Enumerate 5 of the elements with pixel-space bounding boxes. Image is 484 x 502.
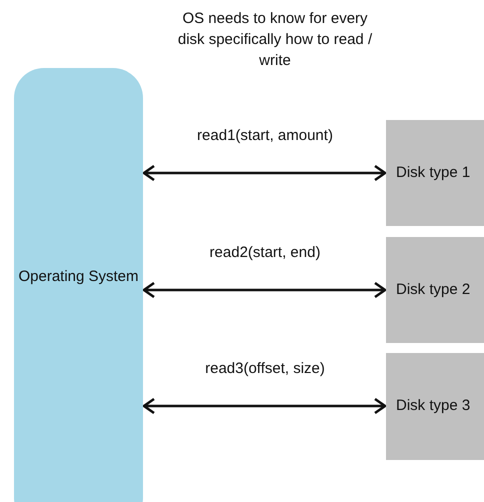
title: OS needs to know for every disk specifically how to read / write [176, 9, 374, 71]
double-arrow [142, 398, 386, 414]
double-arrow [142, 164, 386, 182]
system-box: Operating System [14, 68, 143, 502]
double-arrow [142, 282, 386, 298]
